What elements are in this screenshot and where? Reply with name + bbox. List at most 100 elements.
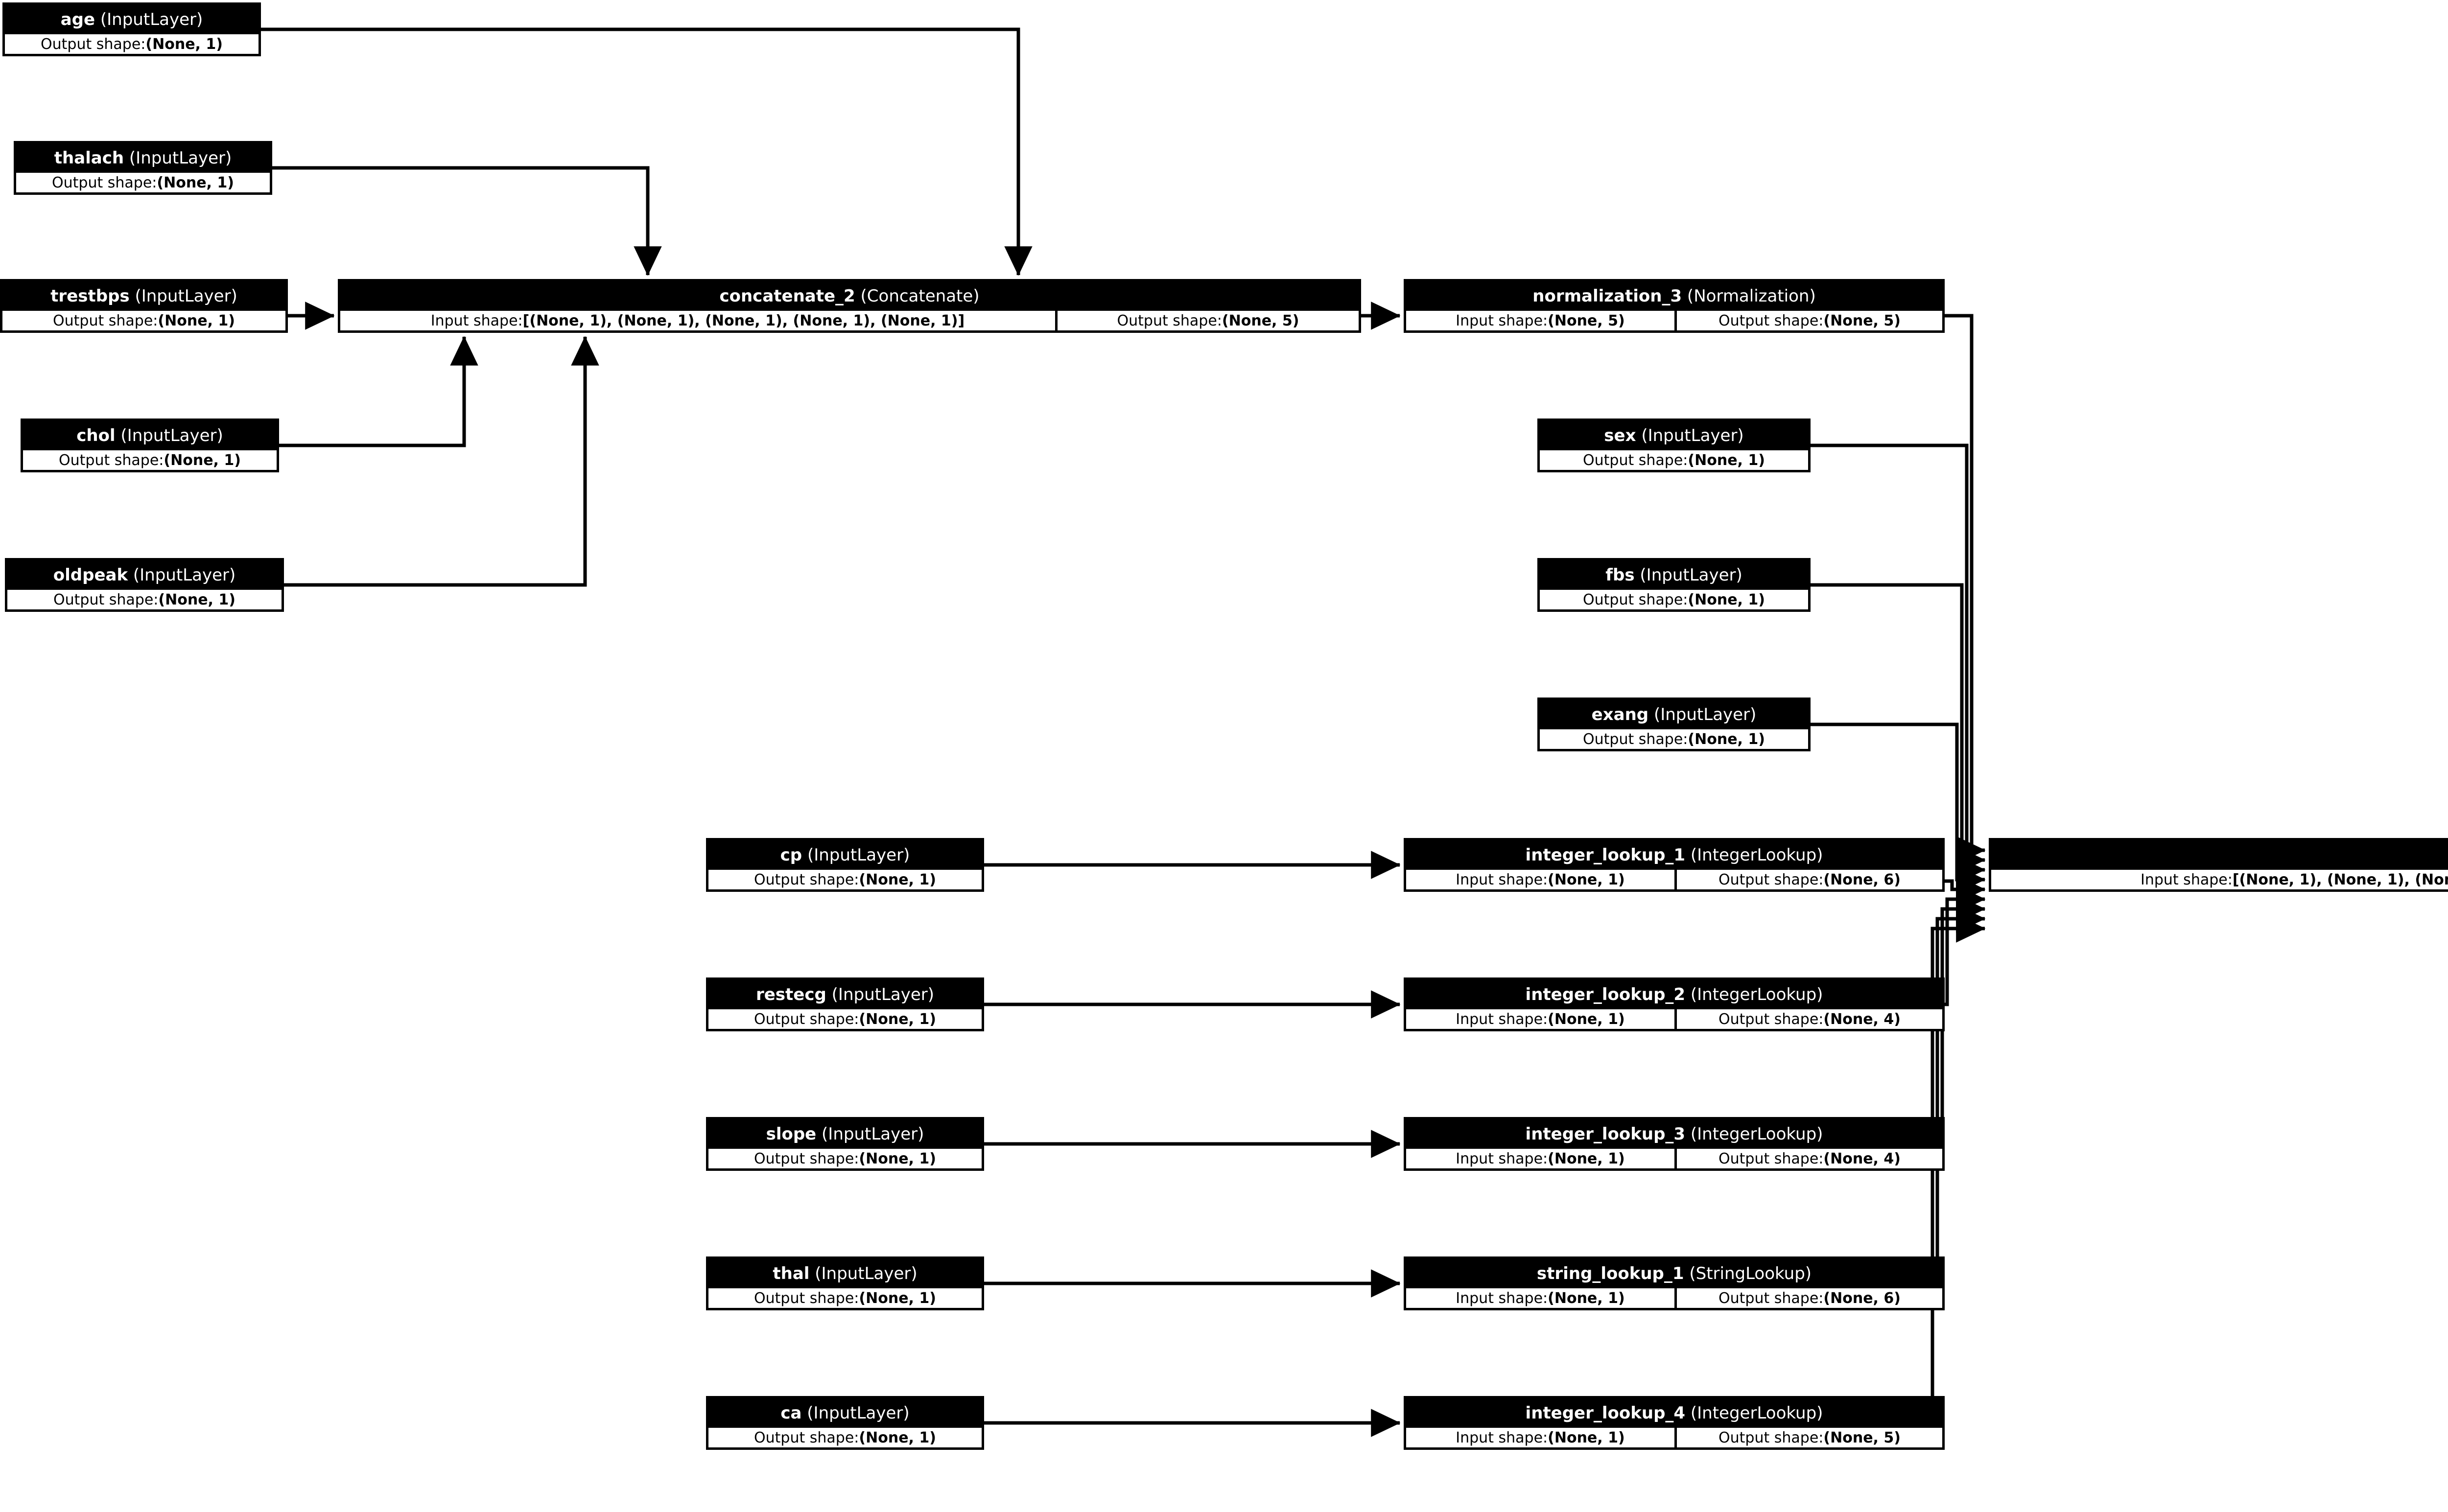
node-type-integer_lookup_4: (IntegerLookup) (1685, 1403, 1823, 1423)
node-cp[interactable]: cp (InputLayer)Output shape: (None, 1) (706, 838, 984, 892)
edge-integer_lookup_3-concatenate_3 (1940, 895, 1986, 1146)
node-integer_lookup_4[interactable]: integer_lookup_4 (IntegerLookup)Input sh… (1404, 1396, 1945, 1450)
node-name-chol: chol (76, 426, 116, 445)
edge-sex-concatenate_3 (1811, 443, 1986, 874)
node-oldpeak[interactable]: oldpeak (InputLayer) Output shape: (None,… (5, 558, 284, 612)
node-type-slope: (InputLayer) (816, 1124, 924, 1144)
node-ca[interactable]: ca (InputLayer)Output shape: (None, 1) (706, 1396, 984, 1450)
node-shapes-concatenate_2: Input shape: [(None, 1), (None, 1), (Non… (340, 311, 1359, 330)
node-name-concatenate_2: concatenate_2 (719, 286, 855, 306)
node-shapes-oldpeak: Output shape: (None, 1) (7, 590, 282, 609)
node-name-slope: slope (766, 1124, 817, 1144)
node-title-string_lookup_1: string_lookup_1 (StringLookup) (1406, 1259, 1942, 1288)
node-type-ca: (InputLayer) (801, 1403, 910, 1423)
node-shapes-thal: Output shape: (None, 1) (708, 1288, 982, 1308)
node-output-shape-fbs: Output shape: (None, 1) (1540, 590, 1808, 609)
node-shapes-integer_lookup_2: Input shape: (None, 1)Output shape: (Non… (1406, 1009, 1942, 1029)
node-input-shape-concatenate_2: Input shape: [(None, 1), (None, 1), (Non… (340, 311, 1055, 330)
node-restecg[interactable]: restecg (InputLayer)Output shape: (None,… (706, 977, 984, 1031)
edge-oldpeak-concatenate_2 (284, 336, 599, 587)
node-input-shape-normalization_3: Input shape: (None, 5) (1406, 311, 1674, 330)
node-concatenate_2[interactable]: concatenate_2 (Concatenate)Input shape: … (338, 279, 1361, 333)
node-shapes-concatenate_3: Input shape: [(None, 1), (None, 1), (Non… (1991, 870, 2448, 889)
edge-integer_lookup_2-concatenate_3 (1945, 885, 1986, 1006)
node-shapes-cp: Output shape: (None, 1) (708, 870, 982, 889)
node-trestbps[interactable]: trestbps (InputLayer) Output shape: (None… (0, 279, 288, 333)
node-name-sex: sex (1604, 426, 1636, 445)
node-title-exang: exang (InputLayer) (1540, 700, 1808, 729)
node-name-exang: exang (1591, 705, 1649, 724)
node-integer_lookup_1[interactable]: integer_lookup_1 (IntegerLookup) Input sh… (1404, 838, 1945, 892)
node-title-integer_lookup_4: integer_lookup_4 (IntegerLookup) (1406, 1398, 1942, 1428)
node-normalization_3[interactable]: normalization_3 (Normalization)Input sha… (1404, 279, 1945, 333)
node-type-trestbps: (InputLayer) (129, 286, 237, 306)
node-shapes-integer_lookup_1: Input shape: (None, 1)Output shape: (Non… (1406, 870, 1942, 889)
node-input-shape-integer_lookup_3: Input shape: (None, 1) (1406, 1149, 1674, 1168)
node-title-restecg: restecg (InputLayer) (708, 980, 982, 1009)
node-type-age: (InputLayer) (95, 10, 203, 29)
node-output-shape-oldpeak: Output shape: (None, 1) (7, 590, 282, 609)
node-thal[interactable]: thal (InputLayer)Output shape: (None, 1) (706, 1256, 984, 1310)
edge-thalach-concatenate_2 (272, 166, 662, 276)
node-name-ca: ca (780, 1403, 802, 1423)
node-type-fbs: (InputLayer) (1634, 565, 1742, 585)
node-title-age: age (InputLayer) (5, 5, 259, 34)
node-title-fbs: fbs (InputLayer) (1540, 560, 1808, 590)
node-output-shape-concatenate_2: Output shape: (None, 5) (1058, 311, 1359, 330)
node-type-cp: (InputLayer) (802, 845, 910, 865)
node-concatenate_3[interactable]: concatenate_3 (Concatenate)Input shape: … (1989, 838, 2448, 892)
edge-integer_lookup_1-concatenate_3 (1945, 875, 1986, 904)
node-thalach[interactable]: thalach (InputLayer)Output shape: (None,… (14, 141, 272, 195)
node-name-thalach: thalach (54, 148, 124, 168)
node-shapes-integer_lookup_3: Input shape: (None, 1)Output shape: (Non… (1406, 1149, 1942, 1168)
node-integer_lookup_3[interactable]: integer_lookup_3 (IntegerLookup)Input sh… (1404, 1117, 1945, 1171)
node-output-shape-age: Output shape: (None, 1) (5, 34, 259, 54)
node-sex[interactable]: sex (InputLayer)Output shape: (None, 1) (1537, 419, 1811, 472)
node-name-trestbps: trestbps (50, 286, 130, 306)
node-type-oldpeak: (InputLayer) (128, 565, 236, 585)
node-name-integer_lookup_4: integer_lookup_4 (1525, 1403, 1686, 1423)
node-shapes-age: Output shape: (None, 1) (5, 34, 259, 54)
node-output-shape-integer_lookup_1: Output shape: (None, 6) (1677, 870, 1942, 889)
node-title-sex: sex (InputLayer) (1540, 421, 1808, 450)
node-input-shape-integer_lookup_4: Input shape: (None, 1) (1406, 1428, 1674, 1447)
node-title-concatenate_2: concatenate_2 (Concatenate) (340, 281, 1359, 311)
node-exang[interactable]: exang (InputLayer)Output shape: (None, 1… (1537, 698, 1811, 751)
node-output-shape-trestbps: Output shape: (None, 1) (2, 311, 285, 330)
node-chol[interactable]: chol (InputLayer)Output shape: (None, 1) (21, 419, 279, 472)
node-age[interactable]: age (InputLayer)Output shape: (None, 1) (2, 2, 261, 56)
edge-string_lookup_1-concatenate_3 (1935, 905, 1986, 1285)
node-type-string_lookup_1: (StringLookup) (1684, 1264, 1812, 1283)
node-type-normalization_3: (Normalization) (1682, 286, 1816, 306)
node-name-fbs: fbs (1605, 565, 1635, 585)
node-type-thal: (InputLayer) (809, 1264, 918, 1283)
node-fbs[interactable]: fbs (InputLayer)Output shape: (None, 1) (1537, 558, 1811, 612)
node-shapes-slope: Output shape: (None, 1) (708, 1149, 982, 1168)
node-title-chol: chol (InputLayer) (23, 421, 277, 450)
node-slope[interactable]: slope (InputLayer) Output shape: (None, 1… (706, 1117, 984, 1171)
node-shapes-chol: Output shape: (None, 1) (23, 450, 277, 470)
node-type-restecg: (InputLayer) (826, 985, 935, 1004)
node-input-shape-string_lookup_1: Input shape: (None, 1) (1406, 1288, 1674, 1308)
node-integer_lookup_2[interactable]: integer_lookup_2 (IntegerLookup)Input sh… (1404, 977, 1945, 1031)
node-name-integer_lookup_3: integer_lookup_3 (1525, 1124, 1686, 1144)
node-shapes-exang: Output shape: (None, 1) (1540, 729, 1808, 749)
node-input-shape-concatenate_3: Input shape: [(None, 1), (None, 1), (Non… (1991, 870, 2448, 889)
node-type-integer_lookup_1: (IntegerLookup) (1685, 845, 1823, 865)
node-string_lookup_1[interactable]: string_lookup_1 (StringLookup)Input shap… (1404, 1256, 1945, 1310)
node-name-oldpeak: oldpeak (53, 565, 128, 585)
node-title-ca: ca (InputLayer) (708, 1398, 982, 1428)
node-shapes-string_lookup_1: Input shape: (None, 1)Output shape: (Non… (1406, 1288, 1942, 1308)
node-title-normalization_3: normalization_3 (Normalization) (1406, 281, 1942, 311)
node-title-thal: thal (InputLayer) (708, 1259, 982, 1288)
node-output-shape-chol: Output shape: (None, 1) (23, 450, 277, 470)
node-shapes-fbs: Output shape: (None, 1) (1540, 590, 1808, 609)
node-output-shape-integer_lookup_3: Output shape: (None, 4) (1677, 1149, 1942, 1168)
edge-chol-concatenate_2 (279, 336, 478, 447)
node-shapes-sex: Output shape: (None, 1) (1540, 450, 1808, 470)
node-name-integer_lookup_1: integer_lookup_1 (1525, 845, 1686, 865)
node-title-cp: cp (InputLayer) (708, 840, 982, 870)
node-type-sex: (InputLayer) (1636, 426, 1744, 445)
node-input-shape-integer_lookup_2: Input shape: (None, 1) (1406, 1009, 1674, 1029)
node-output-shape-exang: Output shape: (None, 1) (1540, 729, 1808, 749)
